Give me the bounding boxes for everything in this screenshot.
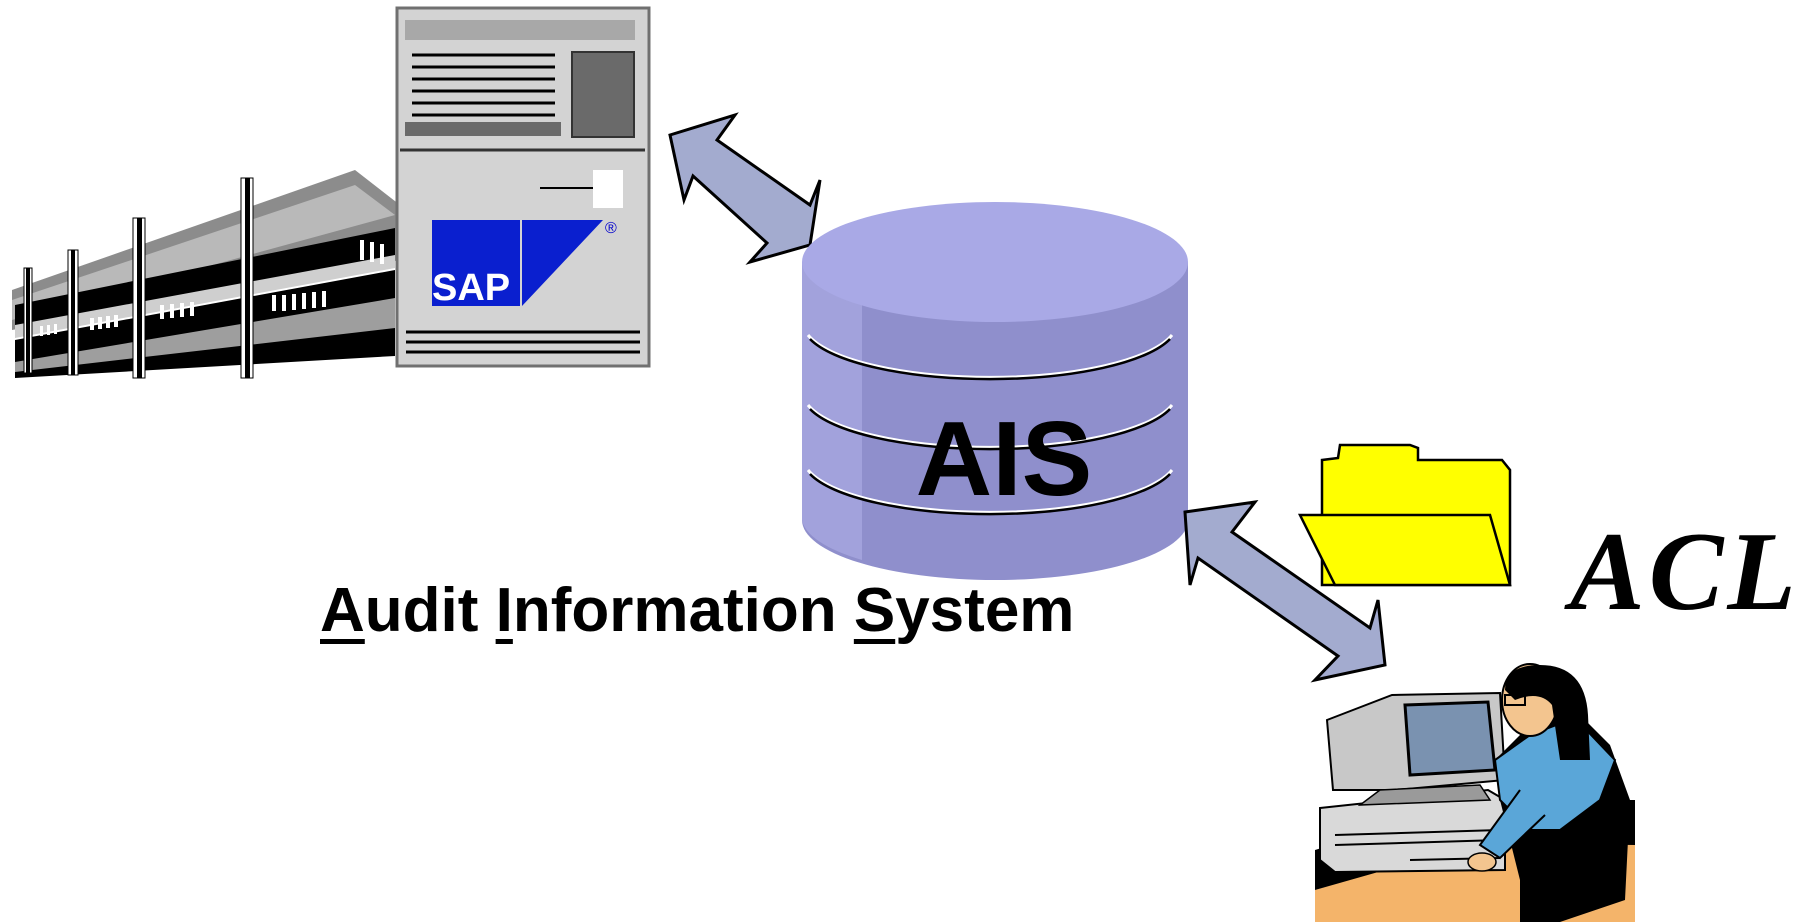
sap-logo-text: SAP	[432, 267, 510, 309]
caption-rest-s: ystem	[895, 576, 1075, 645]
building-icon	[12, 170, 400, 379]
caption-initial-s: S	[853, 576, 896, 645]
sap-registered-mark: ®	[605, 220, 617, 237]
caption-audit-information-system: Audit Information System	[320, 575, 1074, 646]
sap-server-icon: SAP ®	[395, 6, 651, 368]
double-arrow-server-database	[668, 112, 822, 265]
caption-initial-a: A	[320, 576, 365, 645]
caption-rest-i: nformation	[512, 576, 854, 645]
user-at-computer-icon	[1315, 663, 1635, 922]
acl-label: ACL	[1570, 510, 1800, 634]
folder-icon	[1297, 443, 1512, 587]
caption-rest-a: udit	[364, 576, 496, 645]
double-arrow-database-user	[1183, 499, 1387, 683]
database-label: AIS	[916, 400, 1093, 518]
database-cylinder-icon: AIS	[802, 202, 1188, 580]
sap-logo: SAP ®	[432, 220, 617, 309]
caption-initial-i: I	[495, 576, 513, 645]
